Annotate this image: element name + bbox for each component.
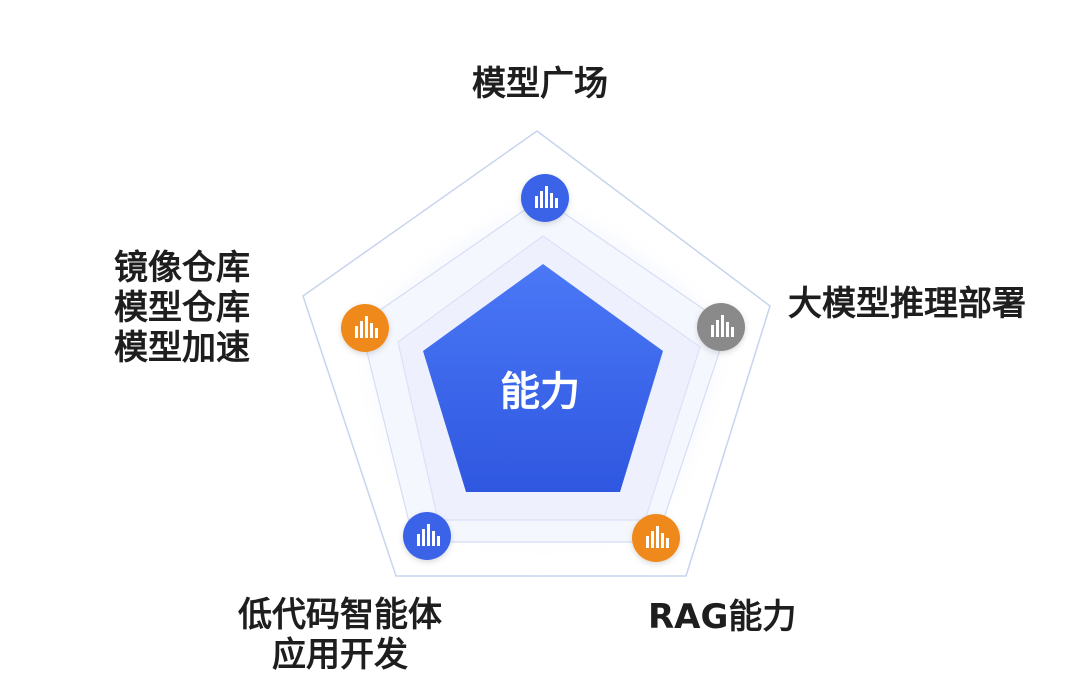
label-line: 大模型推理部署 [788,284,1026,324]
label-line: RAG能力 [648,597,797,637]
label-model-square: 模型广场 [0,64,1080,104]
label-line: 低代码智能体 [238,595,442,635]
label-rag: RAG能力 [648,597,796,637]
label-line: 模型广场 [472,64,608,104]
label-line: 模型加速 [114,328,250,368]
label-lowcode-agent: 低代码智能体 应用开发 [220,595,460,675]
label-line: 应用开发 [272,635,408,675]
label-line: 镜像仓库 [114,248,250,288]
label-llm-inference: 大模型推理部署 [788,284,1026,324]
label-line: 模型仓库 [114,288,250,328]
bar-chart-icon [646,526,669,548]
label-repos-accel: 镜像仓库 模型仓库 模型加速 [114,248,250,368]
bar-chart-icon [355,316,378,338]
bar-chart-icon [535,186,558,208]
bar-chart-icon [711,315,734,337]
center-pentagon [423,264,663,492]
center-label: 能力 [500,369,580,415]
bar-chart-icon [417,524,440,546]
